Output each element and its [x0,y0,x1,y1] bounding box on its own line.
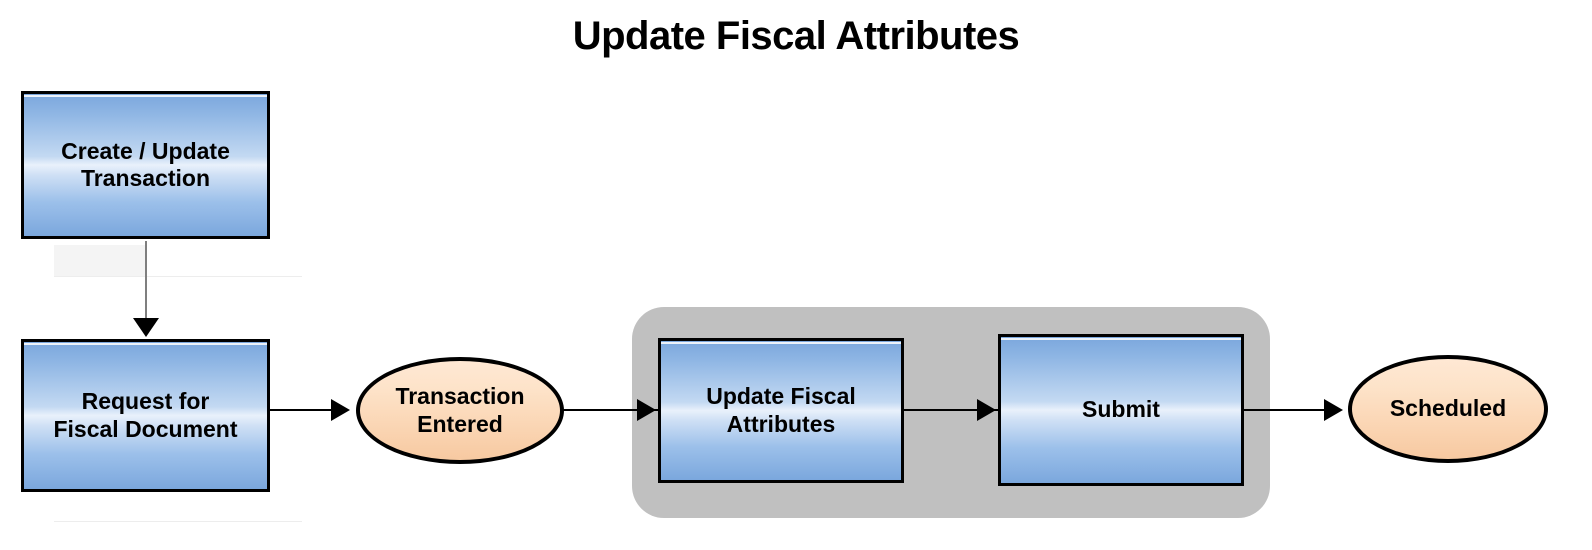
arrowhead-down-icon [133,318,159,337]
node-label-create-update-transaction: Create / Update Transaction [61,137,230,191]
background-artifact-patch [54,245,147,277]
node-label-submit: Submit [1082,396,1160,423]
node-update-fiscal-attributes[interactable]: Update Fiscal Attributes [658,338,904,483]
page-title: Update Fiscal Attributes [572,14,1020,58]
arrowhead-right-icon [331,399,350,421]
node-create-update-transaction[interactable]: Create / Update Transaction [21,91,270,239]
connector-line [145,241,147,329]
arrowhead-right-icon [1324,399,1343,421]
node-request-fiscal-document[interactable]: Request for Fiscal Document [21,339,270,492]
node-submit[interactable]: Submit [998,334,1244,486]
node-label-update-fiscal-attributes: Update Fiscal Attributes [706,383,856,437]
box-highlight-rule [661,342,901,344]
node-label-transaction-entered: Transaction Entered [395,383,525,437]
box-highlight-rule [24,95,267,97]
background-artifact-line-upper [54,276,302,277]
node-label-scheduled: Scheduled [1389,395,1507,422]
node-label-request-fiscal-document: Request for Fiscal Document [53,388,238,442]
node-scheduled[interactable]: Scheduled [1348,355,1548,463]
box-highlight-rule [1001,338,1241,340]
background-artifact-line-lower [54,521,302,522]
node-transaction-entered[interactable]: Transaction Entered [356,357,564,464]
box-highlight-rule [24,343,267,345]
connector-line [270,409,344,411]
